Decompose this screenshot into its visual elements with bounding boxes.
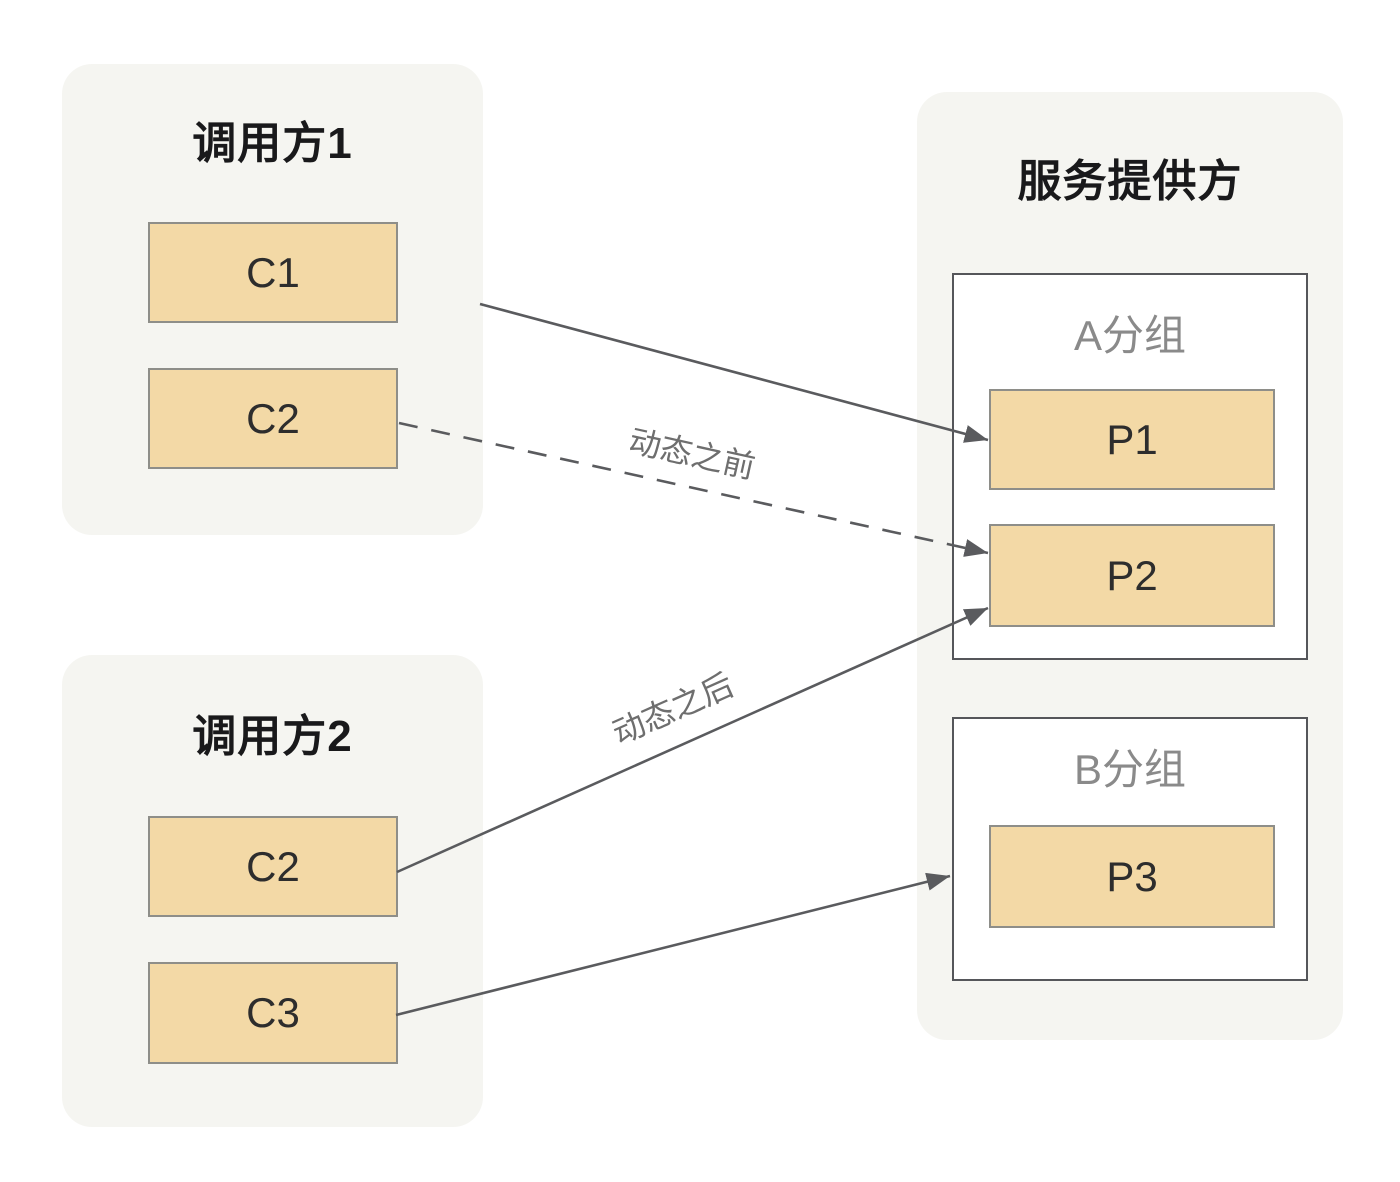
node-c2-caller2: C2 <box>148 816 398 917</box>
node-p1: P1 <box>989 389 1275 490</box>
node-c3: C3 <box>148 962 398 1064</box>
node-p2: P2 <box>989 524 1275 627</box>
caller2-panel: 调用方2 C2 C3 <box>62 655 483 1127</box>
node-p3: P3 <box>989 825 1275 928</box>
group-b-box: B分组 P3 <box>952 717 1308 981</box>
node-c1: C1 <box>148 222 398 323</box>
edge-c2b-p2-line <box>396 606 989 874</box>
caller1-title: 调用方1 <box>192 119 353 168</box>
group-b-title: B分组 <box>1073 746 1186 793</box>
group-a-title: A分组 <box>1073 312 1186 359</box>
edge-label-before-dynamic: 动态之前 <box>625 422 759 486</box>
group-a-box: A分组 P1 P2 <box>952 273 1308 660</box>
caller2-title: 调用方2 <box>192 712 353 761</box>
edge-label-after-dynamic: 动态之后 <box>607 666 739 752</box>
provider-title: 服务提供方 <box>1017 157 1243 206</box>
node-c2-caller1: C2 <box>148 368 398 469</box>
provider-panel: 服务提供方 A分组 P1 P2 B分组 P3 <box>917 92 1343 1040</box>
edge-c1-p1-line <box>479 302 989 443</box>
caller1-panel: 调用方1 C1 C2 <box>62 64 483 535</box>
